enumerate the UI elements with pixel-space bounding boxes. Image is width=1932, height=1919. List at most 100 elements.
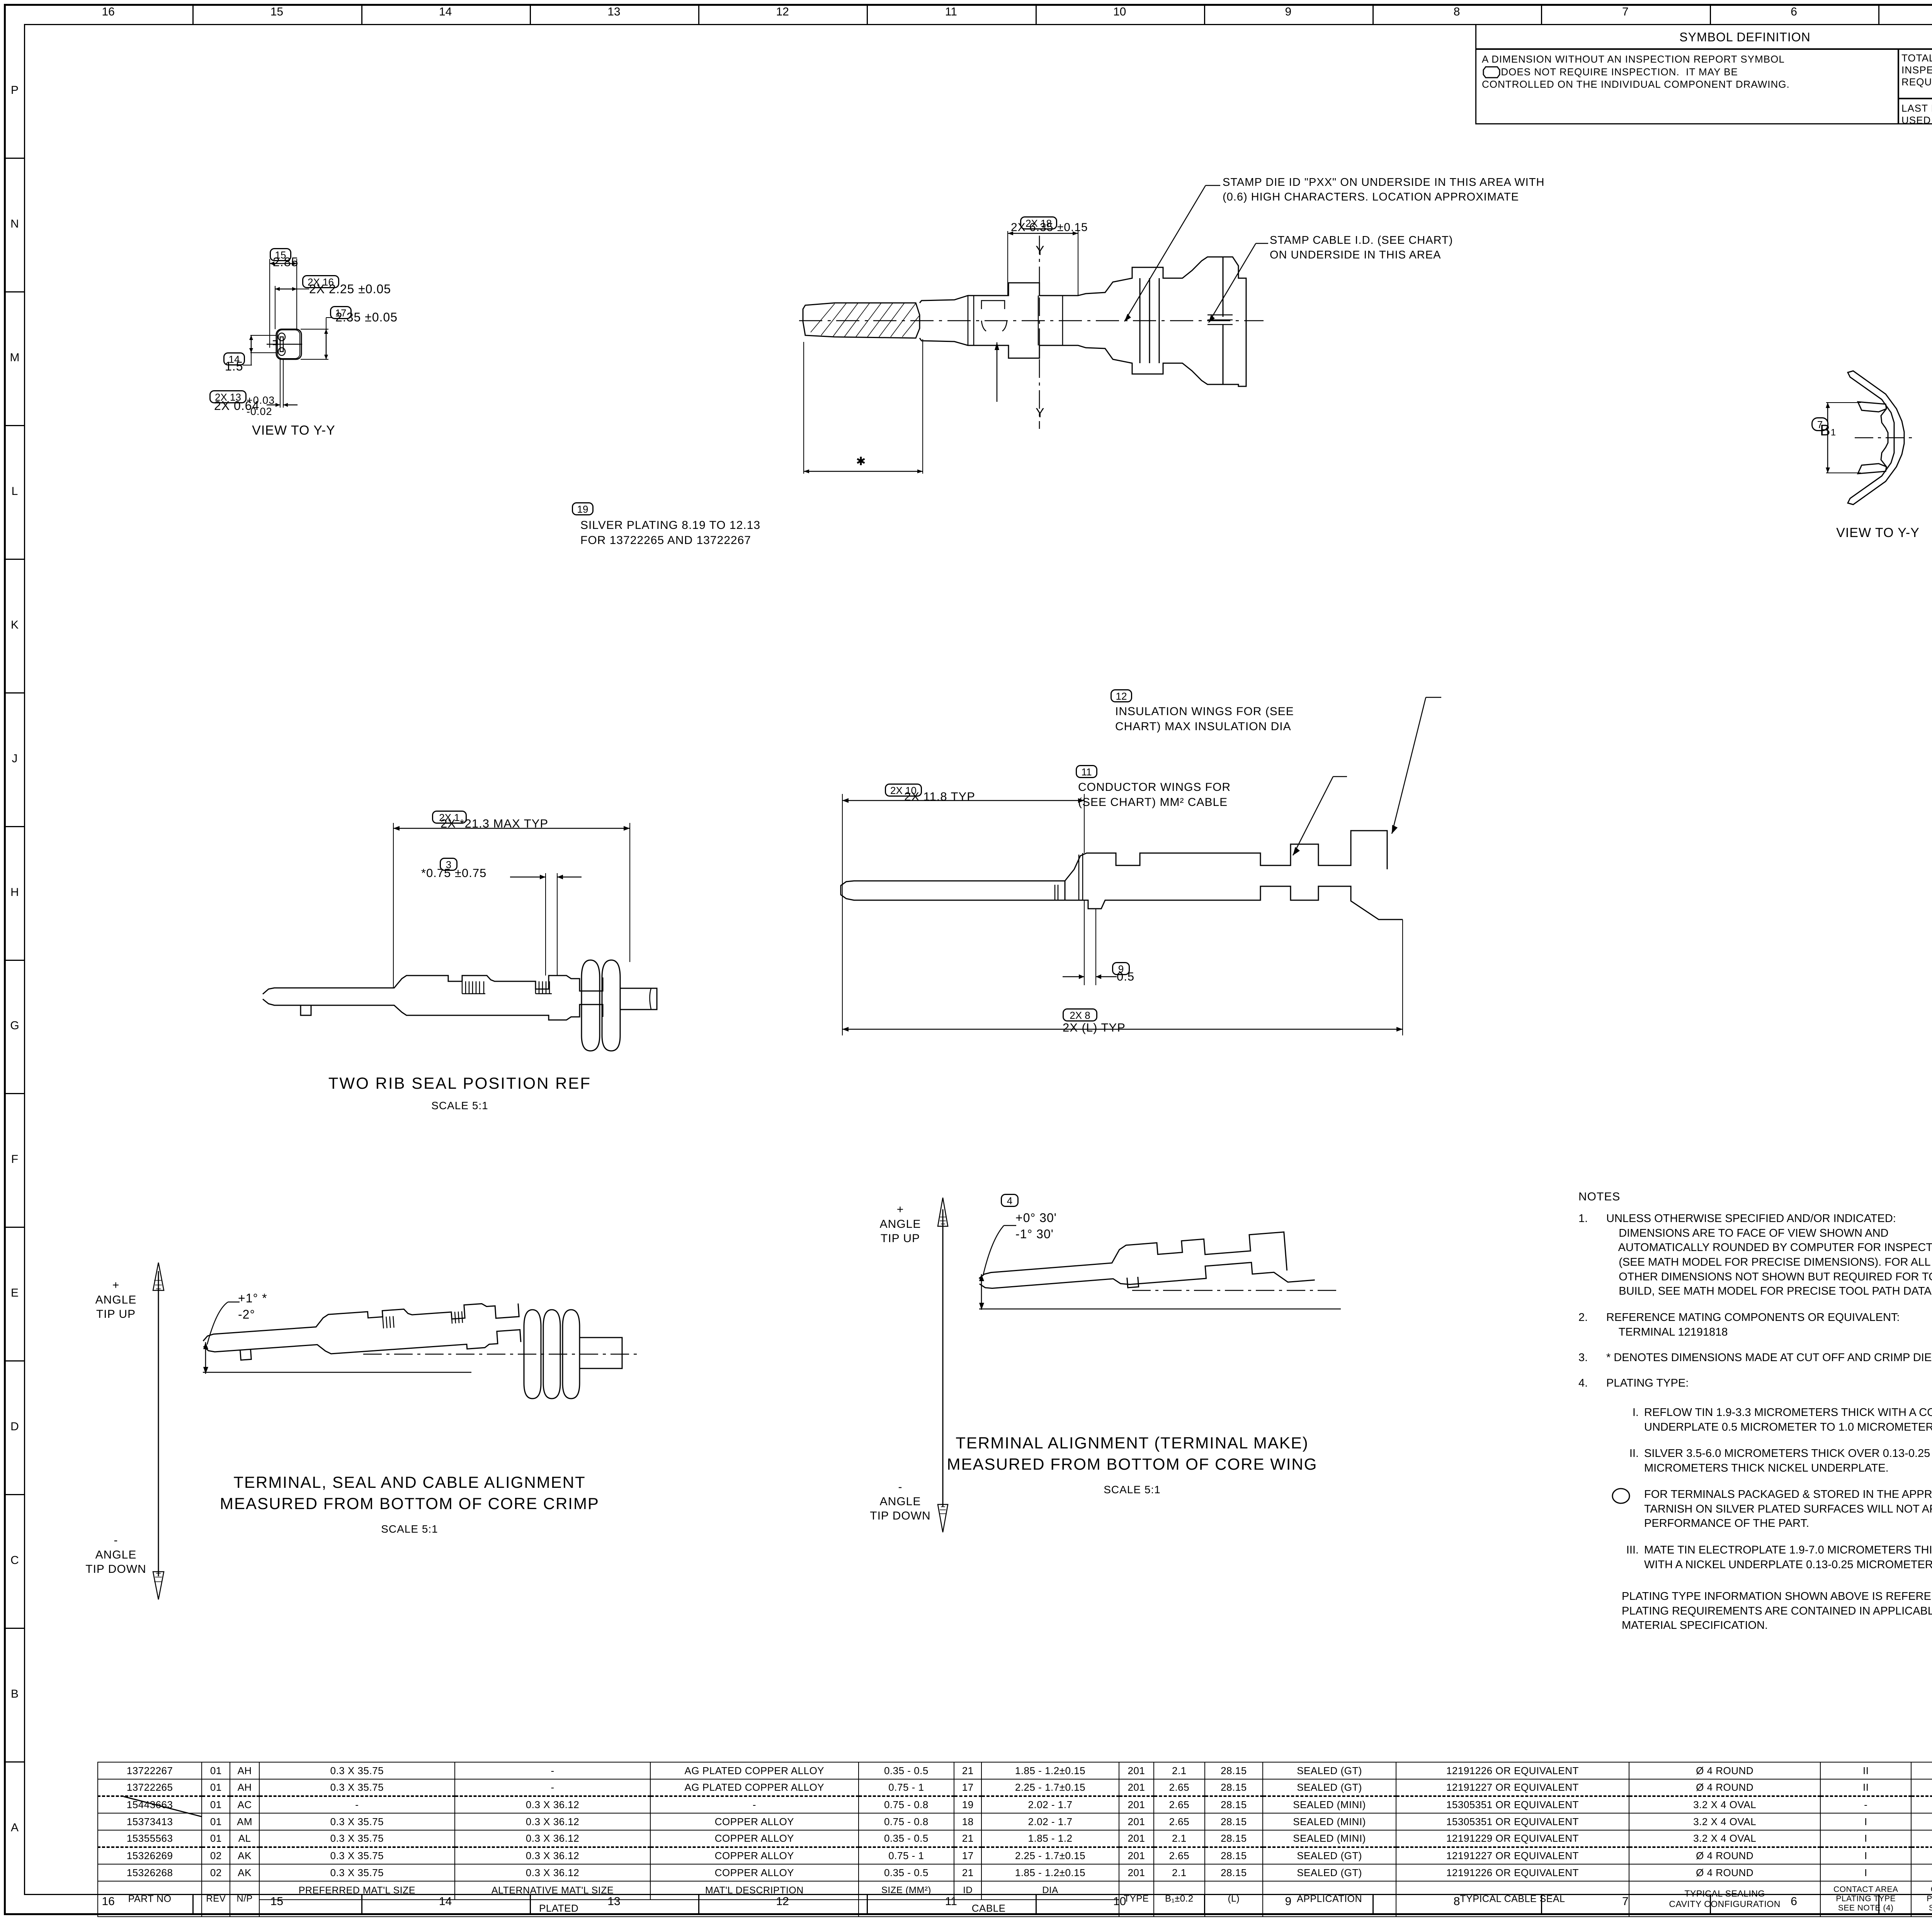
parts-header-cable-seal: TYPICAL CABLE SEAL: [1395, 1881, 1629, 1917]
zone-number-top: 13: [607, 5, 621, 18]
note-item: 1.UNLESS OTHERWISE SPECIFIED AND/OR INDI…: [1578, 1212, 1932, 1299]
terminal-yy-section-drawing: [1826, 370, 1912, 505]
parts-cell-size: 0.35 - 0.5: [858, 1830, 955, 1848]
parts-cell-b1: 2.1: [1153, 1830, 1205, 1848]
parts-header-type: TYPE: [1118, 1881, 1155, 1917]
parts-header-np: N/P: [230, 1881, 260, 1917]
zone-number-top: 12: [776, 5, 789, 18]
note-number: 1.: [1578, 1212, 1588, 1225]
parts-cell-application: SEALED (MINI): [1262, 1830, 1396, 1848]
zone-number-top: 6: [1791, 5, 1797, 18]
parts-header-alternative-size: ALTERNATIVE MAT'L SIZE: [454, 1881, 651, 1900]
parts-header-crimp-plating: CRIMP AREA PLATING TYPE SEE NOTE (4): [1911, 1881, 1932, 1917]
plating-type-text: MATE TIN ELECTROPLATE 1.9-7.0 MICROMETER…: [1644, 1544, 1932, 1571]
zone-letter-left: L: [11, 484, 18, 498]
parts-cell-application: SEALED (GT): [1262, 1779, 1396, 1797]
parts-cell-crimp-plating: I: [1911, 1864, 1932, 1882]
parts-cell-np: AC: [230, 1796, 260, 1814]
symbol-definition-block: SYMBOL DEFINITION A DIMENSION WITHOUT AN…: [1475, 24, 1932, 126]
parts-cell-l: 28.15: [1204, 1796, 1264, 1814]
parts-cell-alternative-size: 0.3 X 36.12: [454, 1847, 651, 1865]
dim-b1: B1: [1820, 422, 1837, 439]
note-text: * DENOTES DIMENSIONS MADE AT CUT OFF AND…: [1606, 1351, 1932, 1364]
parts-cell-material: COPPER ALLOY: [650, 1813, 859, 1831]
bubble-7: 7: [1811, 417, 1828, 431]
parts-header-part-no: PART NO: [97, 1881, 202, 1917]
parts-cell-l: 28.15: [1204, 1779, 1264, 1797]
parts-cell-size: 0.75 - 1: [858, 1779, 955, 1797]
parts-cell-alternative-size: -: [454, 1762, 651, 1780]
note-text: PLATING TYPE:: [1606, 1377, 1689, 1389]
parts-cell-dia: 1.85 - 1.2±0.15: [981, 1864, 1119, 1882]
parts-cell-np: AH: [230, 1779, 260, 1797]
bubble-15: 15: [270, 248, 291, 261]
parts-cell-material: -: [650, 1796, 859, 1814]
parts-cell-size: 0.35 - 0.5: [858, 1762, 955, 1780]
bottom-center-scale: SCALE 5:1: [1104, 1484, 1161, 1496]
parts-cell-cable-seal: 12191229 OR EQUIVALENT: [1395, 1830, 1629, 1848]
svg-text:✱: ✱: [856, 455, 866, 468]
plating-type-number: III.: [1626, 1544, 1639, 1556]
parts-cell-rev: 02: [201, 1864, 231, 1882]
parts-cell-rev: 01: [201, 1779, 231, 1797]
view-bottom-left-alignment: + ANGLE TIP UP - ANGLE TIP DOWN +1° * -2…: [46, 1178, 761, 1600]
plating-type-item: FOR TERMINALS PACKAGED & STORED IN THE A…: [1611, 1487, 1932, 1531]
parts-cell-np: AK: [230, 1847, 260, 1865]
parts-cell-preferred-size: -: [259, 1796, 455, 1814]
zone-letter-left: H: [10, 886, 19, 899]
parts-cell-cable-seal: 12191227 OR EQUIVALENT: [1395, 1779, 1629, 1797]
parts-cell-part-no: 15326268: [97, 1864, 202, 1882]
zone-number-top: 11: [945, 5, 957, 18]
parts-cell-material: COPPER ALLOY: [650, 1864, 859, 1882]
parts-cell-part-no: 15355563: [97, 1830, 202, 1848]
note-item: 4.PLATING TYPE:: [1578, 1376, 1932, 1391]
parts-cell-preferred-size: 0.3 X 35.75: [259, 1762, 455, 1780]
dim-2-35: 2.35 ±0.05: [335, 310, 398, 324]
note-number: 2.: [1578, 1311, 1588, 1324]
parts-cell-part-no: 15443663: [97, 1796, 202, 1817]
callout-insulation-wings: INSULATION WINGS FOR (SEE CHART) MAX INS…: [1115, 705, 1294, 733]
terminal-side-profile-drawing: ✱: [799, 185, 1268, 474]
view-bottom-center-alignment: + ANGLE TIP UP - ANGLE TIP DOWN 4 +0° 30…: [773, 1140, 1449, 1533]
parts-cell-material: COPPER ALLOY: [650, 1847, 859, 1865]
zone-letter-left: J: [12, 752, 18, 765]
view-right-yy: 7 B1 VIEW TO Y-Y: [1758, 340, 1932, 572]
parts-cell-size: 0.75 - 0.8: [858, 1813, 955, 1831]
parts-header-l: (L): [1204, 1881, 1264, 1917]
parts-cell-dia: 2.02 - 1.7: [981, 1796, 1119, 1814]
bubble-2x-10: 2X 10: [885, 784, 922, 797]
zone-letter-left: C: [10, 1554, 19, 1567]
parts-cell-type: 201: [1118, 1796, 1155, 1814]
bottom-center-title: TERMINAL ALIGNMENT (TERMINAL MAKE) MEASU…: [947, 1434, 1318, 1473]
parts-cell-np: AL: [230, 1830, 260, 1848]
angle-tolerance-left: +1° * -2°: [238, 1291, 267, 1321]
parts-cell-id: 17: [954, 1847, 982, 1865]
callout-conductor-wings: CONDUCTOR WINGS FOR (SEE CHART) MM² CABL…: [1078, 781, 1231, 809]
parts-header-application: APPLICATION: [1262, 1881, 1396, 1917]
note-text: REFERENCE MATING COMPONENTS OR EQUIVALEN…: [1606, 1311, 1900, 1338]
parts-cell-part-no: 13722265: [97, 1779, 202, 1797]
dim-2x-6-35: 2X 6.35 ±0.15: [1011, 221, 1088, 234]
parts-cell-application: SEALED (MINI): [1262, 1813, 1396, 1831]
parts-cell-np: AH: [230, 1762, 260, 1780]
parts-cell-cavity-config: Ø 4 ROUND: [1628, 1847, 1821, 1865]
note-item: 2. REFERENCE MATING COMPONENTS OR EQUIVAL…: [1578, 1310, 1932, 1339]
parts-cell-size: 0.75 - 1: [858, 1847, 955, 1865]
parts-cell-b1: 2.65: [1153, 1796, 1205, 1814]
parts-cell-crimp-plating: I: [1911, 1847, 1932, 1865]
notes-footer: PLATING TYPE INFORMATION SHOWN ABOVE IS …: [1622, 1590, 1932, 1632]
plating-type-text: REFLOW TIN 1.9-3.3 MICROMETERS THICK WIT…: [1644, 1406, 1932, 1433]
parts-cell-alternative-size: -: [454, 1779, 651, 1797]
inspection-symbol-icon: [1483, 66, 1500, 78]
plating-type-number: II.: [1629, 1447, 1639, 1460]
bubble-11: 11: [1076, 765, 1097, 778]
dim-2x-l-typ: 2X (L) TYP: [1063, 1021, 1126, 1034]
parts-cell-id: 21: [954, 1864, 982, 1882]
parts-cell-alternative-size: 0.3 X 36.12: [454, 1864, 651, 1882]
zone-letter-left: E: [10, 1287, 19, 1300]
bubble-9: 9: [1112, 962, 1130, 975]
